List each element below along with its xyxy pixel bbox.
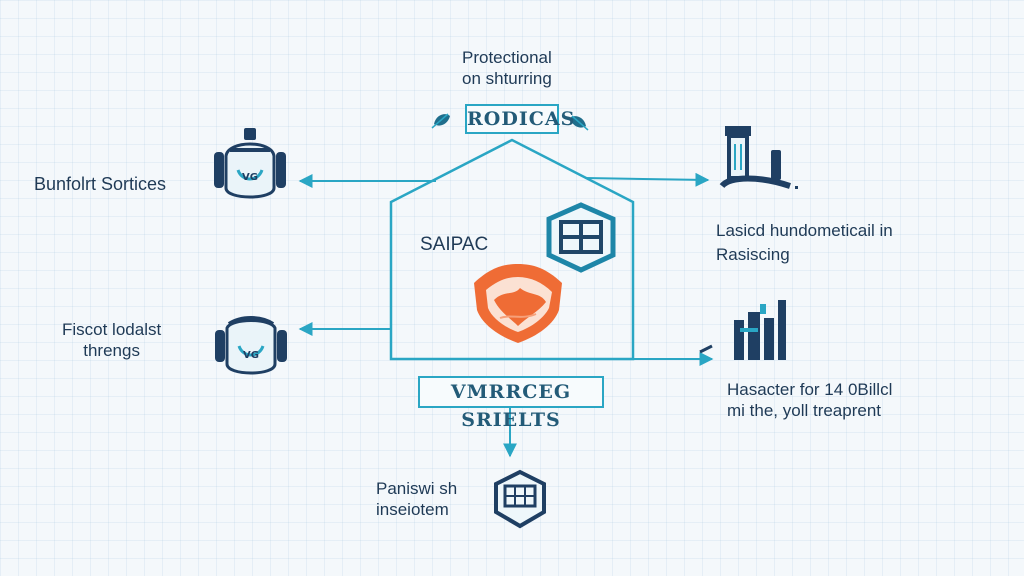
right-lower-line1: Hasacter for 14 0Billcl (727, 380, 893, 399)
left-lower-label: Fiscot lodalst threngs (62, 319, 161, 361)
svg-text:VG: VG (243, 350, 259, 361)
shield-window-icon (494, 469, 546, 529)
window-icon (546, 202, 616, 273)
house-outline (389, 138, 635, 361)
center-label: SAIPAC (420, 234, 489, 255)
shield-icon (474, 264, 562, 343)
lab-equipment-icon (719, 126, 798, 189)
leaf-icon-right (570, 115, 589, 131)
left-lower-line1: Fiscot lodalst (62, 320, 162, 339)
left-lower-line2: threngs (83, 341, 140, 360)
bottom-line2: inseiotem (376, 500, 449, 519)
right-upper-line2: Rasiscing (716, 245, 790, 264)
bottom-badge: VMRRCEG SRIELTS (418, 376, 604, 431)
leaf-icon-left (431, 113, 450, 129)
right-lower-label: Hasacter for 14 0Billcl mi the, yoll tre… (727, 379, 892, 421)
right-lower-line2: mi the, yoll treaprent (727, 401, 882, 420)
top-caption-line2: on shturring (462, 69, 552, 88)
robot-icon-lower: VG (215, 316, 287, 375)
svg-text:VG: VG (242, 172, 258, 183)
top-caption: Protectional on shturring (462, 47, 552, 89)
right-upper-label: Lasicd hundometicail in Rasiscing (716, 220, 893, 265)
arrow-to-right-upper (584, 172, 710, 187)
left-upper-label: Bunfolrt Sortices (34, 174, 167, 194)
top-caption-line1: Protectional (462, 48, 552, 67)
city-building-icon (699, 300, 786, 360)
bottom-label: Paniswi sh inseiotem (376, 478, 457, 520)
bottom-line1: Paniswi sh (376, 479, 458, 498)
right-upper-line1: Lasicd hundometicail in (716, 221, 893, 240)
top-badge: RODICAS (465, 104, 574, 134)
robot-icon-upper: VG (214, 128, 286, 199)
